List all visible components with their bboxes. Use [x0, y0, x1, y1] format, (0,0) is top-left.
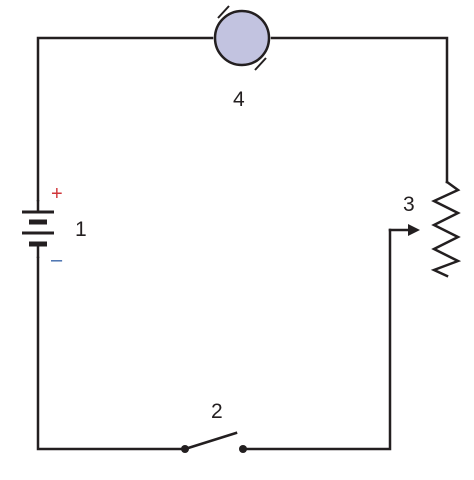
switch-contact-right: [239, 445, 247, 453]
wires: [36, 36, 449, 451]
bulb-tick-left: [217, 5, 230, 19]
battery-minus-sign: –: [51, 249, 63, 271]
bulb-symbol: [213, 5, 271, 71]
rheostat-wiper-arrow-icon: [408, 224, 420, 236]
rheostat-label: 3: [403, 193, 415, 216]
wire-left-bottom: [36, 256, 187, 451]
switch-lever: [183, 431, 238, 451]
wire-top-left: [36, 36, 214, 202]
bulb-tick-right: [254, 57, 267, 71]
battery-label: 1: [75, 218, 87, 241]
switch-label: 2: [211, 400, 223, 423]
rheostat-symbol: [388, 180, 462, 278]
bulb-circle: [213, 9, 271, 67]
wire-bottom-right: [241, 228, 392, 451]
battery-symbol: [22, 200, 54, 258]
battery-plus-sign: +: [51, 183, 63, 205]
switch-symbol: [181, 431, 247, 453]
wire-top-right: [270, 36, 449, 184]
bulb-label: 4: [233, 88, 245, 111]
rheostat-zigzag: [430, 180, 462, 278]
